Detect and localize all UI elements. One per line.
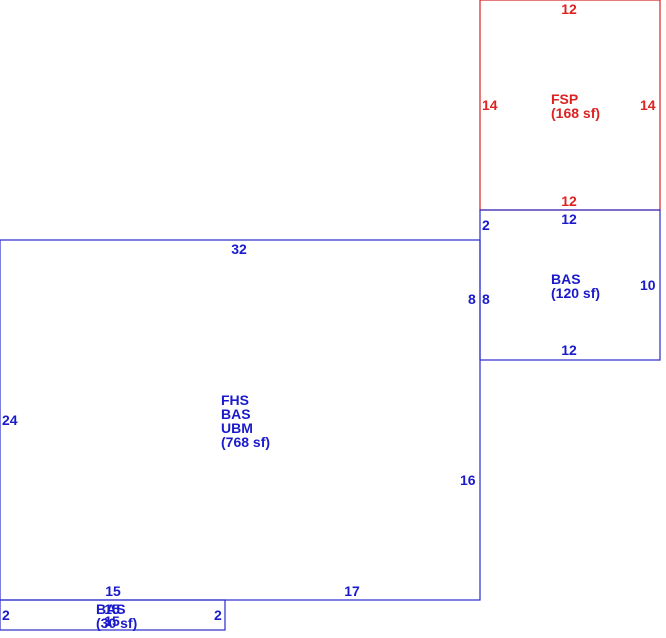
main-code-bas: BAS xyxy=(221,406,251,422)
main-left-dimension: 24 xyxy=(2,412,18,428)
fsp-code: FSP xyxy=(551,91,578,107)
bas-small-left-top-dimension: 2 xyxy=(482,217,490,233)
bas-small-code: BAS xyxy=(551,271,581,287)
bas-small-top-dimension: 12 xyxy=(561,211,577,227)
main-bottom-left-dimension: 15 xyxy=(105,583,121,599)
bottom-strip-left-dimension: 2 xyxy=(2,607,10,623)
fsp-left-dimension: 14 xyxy=(482,97,498,113)
main-top-dimension: 32 xyxy=(231,241,247,257)
main-area-outline xyxy=(0,239,481,601)
bottom-strip-top-dimension: 15 xyxy=(104,601,120,617)
fsp-right-dimension: 14 xyxy=(640,97,656,113)
main-code-ubm: UBM xyxy=(221,420,253,436)
bottom-strip-code: BAS xyxy=(96,601,126,617)
main-right-lower-dimension: 16 xyxy=(460,472,476,488)
bottom-strip-right-dimension: 2 xyxy=(214,607,222,623)
bas-small-left-dimension: 8 xyxy=(482,291,490,307)
bottom-strip-outline xyxy=(0,599,226,631)
bottom-strip-bottom-dimension: 15 xyxy=(104,613,120,629)
bas-small-right-dimension: 10 xyxy=(640,277,656,293)
main-area: (768 sf) xyxy=(221,434,270,450)
fsp-top-dimension: 12 xyxy=(561,1,577,17)
main-right-upper-dimension: 8 xyxy=(468,291,476,307)
fsp-area: (168 sf) xyxy=(551,105,600,121)
fsp-bottom-dimension: 12 xyxy=(561,193,577,209)
main-bottom-right-dimension: 17 xyxy=(344,583,360,599)
bottom-strip-area: (30 sf) xyxy=(96,615,137,631)
main-code-fhs: FHS xyxy=(221,392,249,408)
bas-small-area: (120 sf) xyxy=(551,285,600,301)
bas-small-bottom-dimension: 12 xyxy=(561,342,577,358)
